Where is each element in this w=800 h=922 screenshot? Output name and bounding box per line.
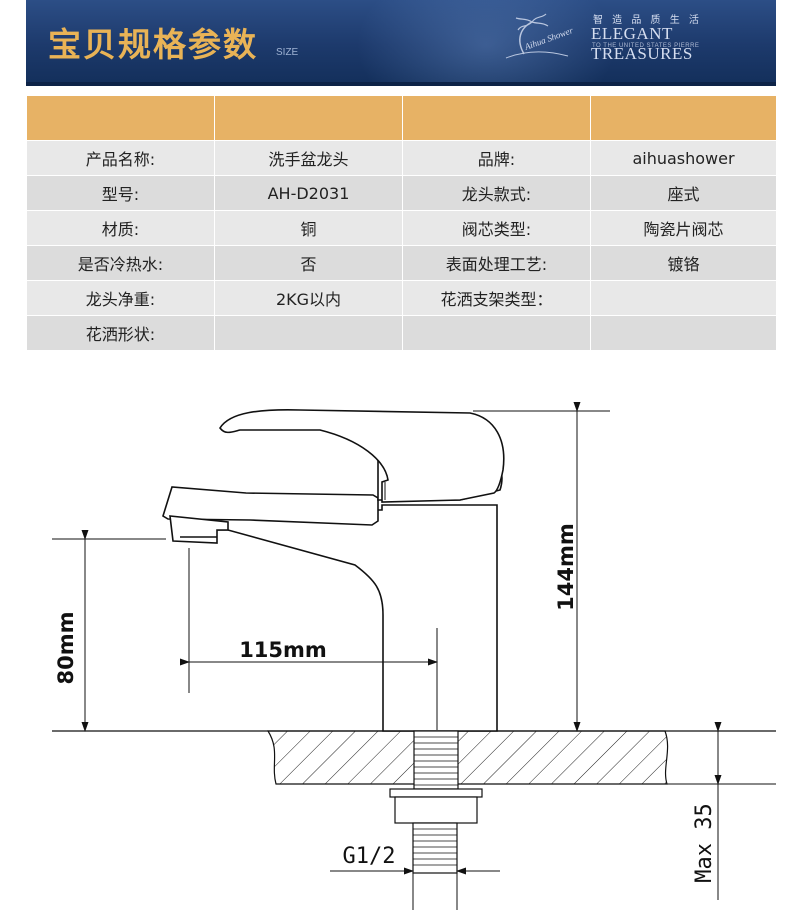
spec-value: 洗手盆龙头: [214, 140, 403, 176]
spec-value: 铜: [214, 210, 403, 246]
spec-label: 龙头款式:: [402, 175, 591, 211]
spec-label: 型号:: [26, 175, 215, 211]
faucet-dimension-drawing: 144mm 80mm 115mm G1/2 Max 35: [52, 402, 776, 910]
spec-value: [590, 280, 777, 316]
spec-label: 表面处理工艺:: [402, 245, 591, 281]
dimension-height-label: 144mm: [554, 523, 578, 611]
header-banner: 宝贝规格参数 SIZE Aihua Shower 智 造 品 质 生 活 ELE…: [26, 0, 776, 86]
brand-logo-text: Aihua Shower: [522, 25, 575, 52]
spec-table: 产品名称: 洗手盆龙头 品牌: aihuashower 型号: AH-D2031…: [26, 95, 777, 351]
table-header-cell: [402, 95, 591, 141]
table-header-row: [26, 95, 777, 141]
spec-label: 品牌:: [402, 140, 591, 176]
spec-value: 陶瓷片阀芯: [590, 210, 777, 246]
brand-tagline: TO THE UNITED STATES PIERRE: [592, 43, 700, 49]
table-header-cell: [590, 95, 777, 141]
table-header-cell: [214, 95, 403, 141]
dimension-lines: [52, 402, 776, 910]
brand-name: ELEGANT TREASURES: [591, 24, 693, 63]
threaded-shank: [389, 730, 483, 874]
spec-value: AH-D2031: [214, 175, 403, 211]
spec-label: 阀芯类型:: [402, 210, 591, 246]
table-row: 产品名称: 洗手盆龙头 品牌: aihuashower: [26, 140, 777, 176]
table-row: 龙头净重: 2KG以内 花洒支架类型：: [26, 280, 777, 316]
spec-value: 座式: [590, 175, 777, 211]
spec-value: 镀铬: [590, 245, 777, 281]
page-title: 宝贝规格参数: [48, 25, 258, 64]
faucet-body: [162, 409, 505, 732]
spec-label: 产品名称:: [26, 140, 215, 176]
spec-label: 是否冷热水:: [26, 245, 215, 281]
spec-label: 花洒支架类型：: [402, 280, 591, 316]
spec-value: [590, 315, 777, 351]
spec-value: 否: [214, 245, 403, 281]
dimension-thread-label: G1/2: [343, 844, 396, 869]
dimension-reach-label: 115mm: [239, 638, 327, 662]
table-row: 花洒形状:: [26, 315, 777, 351]
brand-logo-icon: Aihua Shower: [505, 13, 575, 59]
spec-label: 龙头净重:: [26, 280, 215, 316]
spec-label: [402, 315, 591, 351]
spec-value: [214, 315, 403, 351]
table-row: 是否冷热水: 否 表面处理工艺: 镀铬: [26, 245, 777, 281]
table-row: 型号: AH-D2031 龙头款式: 座式: [26, 175, 777, 211]
spec-label: 花洒形状:: [26, 315, 215, 351]
spec-value: aihuashower: [590, 140, 777, 176]
brand-slogan: 智 造 品 质 生 活: [593, 15, 702, 26]
page-subtitle: SIZE: [276, 47, 299, 58]
dimension-max-label: Max 35: [692, 803, 717, 882]
spec-value: 2KG以内: [214, 280, 403, 316]
table-row: 材质: 铜 阀芯类型: 陶瓷片阀芯: [26, 210, 777, 246]
spec-label: 材质:: [26, 210, 215, 246]
dimension-spout-height-label: 80mm: [54, 612, 78, 685]
table-header-cell: [26, 95, 215, 141]
